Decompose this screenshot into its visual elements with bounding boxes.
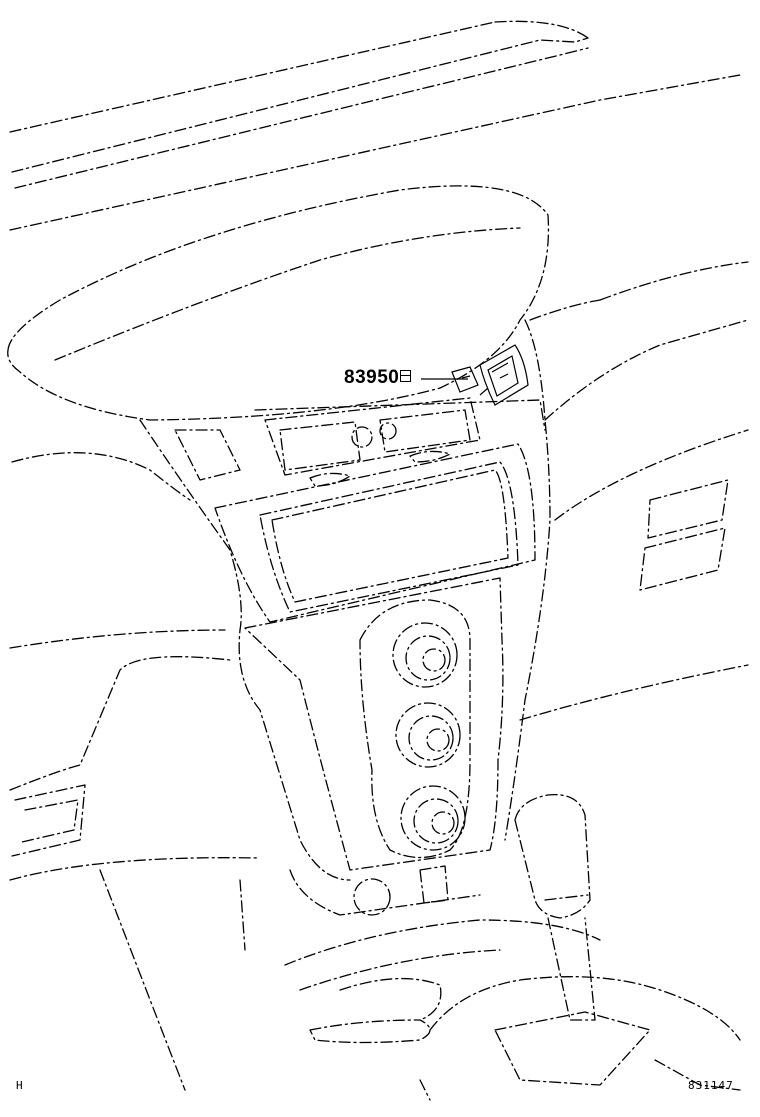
corner-code-left: H: [16, 1079, 23, 1092]
center-console: [139, 319, 551, 881]
left-dashboard: [9, 452, 261, 881]
right-dashboard: [519, 261, 749, 721]
part-number-label: 83950: [344, 367, 412, 389]
part-number-text: 83950: [344, 367, 400, 388]
climate-control-panel: [244, 577, 504, 871]
lower-console: [99, 865, 741, 1101]
windshield-lines: [9, 20, 741, 231]
callout-box-icon: [400, 370, 412, 382]
instrument-hood: [7, 185, 550, 421]
illustration-number: 831147: [688, 1079, 734, 1092]
gear-shift-lever: [514, 794, 596, 1021]
audio-display-panel: [214, 443, 536, 623]
switch-panel: [451, 344, 529, 406]
